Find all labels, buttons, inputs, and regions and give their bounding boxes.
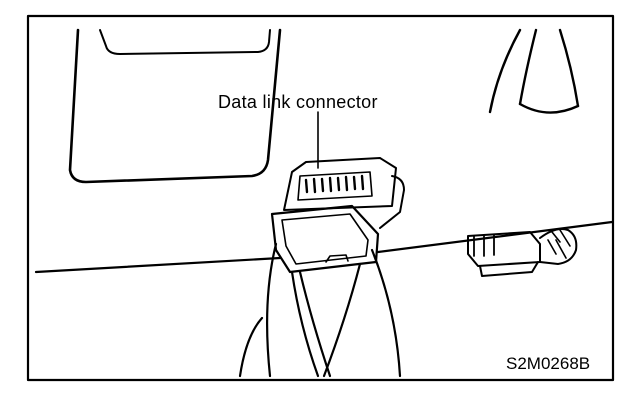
glovebox-outline: [68, 28, 282, 184]
data-link-connector: [283, 157, 405, 229]
right-trim-outline: [488, 28, 580, 114]
right-side-connector: [467, 228, 578, 277]
figure-frame: [26, 14, 615, 382]
figure-code: S2M0268B: [506, 354, 591, 373]
connector-bracket: [270, 204, 380, 274]
callout-label: Data link connector: [218, 92, 378, 112]
connector-pins: [304, 174, 365, 194]
dash-edge-line: [34, 220, 614, 274]
wire-harness: [238, 242, 402, 378]
